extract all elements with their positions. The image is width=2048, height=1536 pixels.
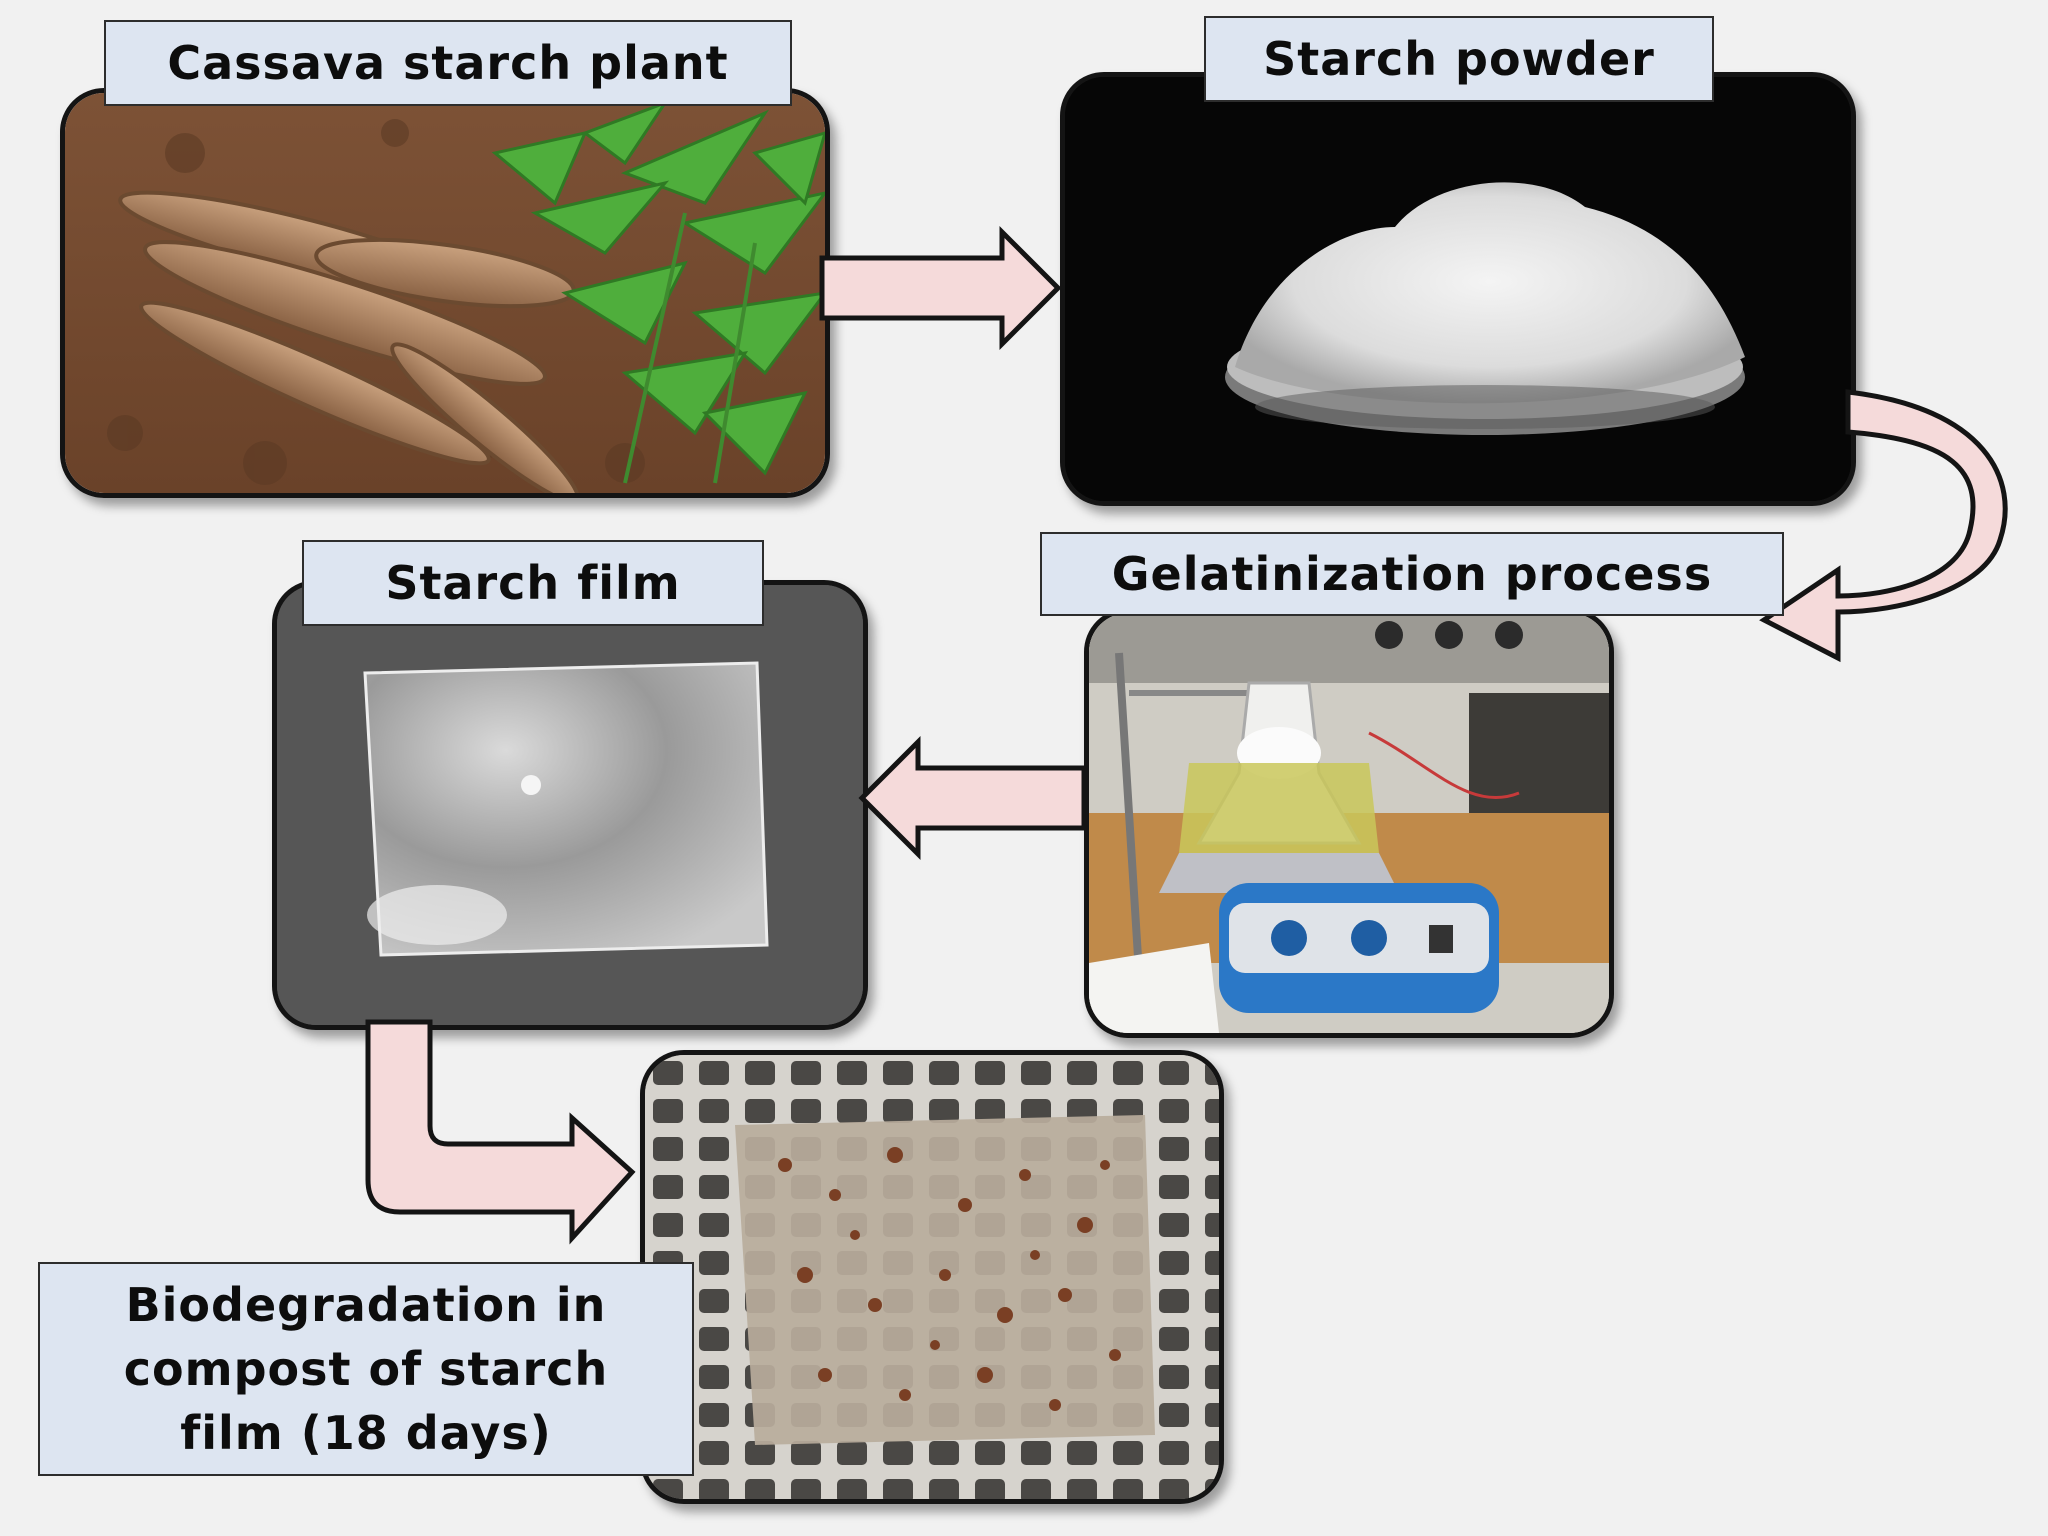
arrow-film-to-compost-icon — [365, 1019, 636, 1245]
hotplate-stirrer-photo-icon — [1089, 613, 1609, 1033]
cassava-plant-image — [60, 88, 830, 498]
cassava-plant-photo-icon — [65, 93, 825, 493]
starch-film-label: Starch film — [302, 540, 764, 626]
gelatinization-image — [1084, 608, 1614, 1038]
biodegradation-label: Biodegradation in compost of starch film… — [38, 1262, 694, 1476]
biodegradation-image — [640, 1050, 1224, 1504]
arrow-gel-to-film-icon — [858, 735, 1087, 861]
arrow-plant-to-powder-icon — [819, 225, 1062, 351]
starch-powder-photo-icon — [1065, 77, 1851, 501]
starch-film-photo-icon — [277, 585, 863, 1025]
starch-powder-image — [1060, 72, 1856, 506]
compost-film-photo-icon — [645, 1055, 1219, 1499]
starch-film-image — [272, 580, 868, 1030]
cassava-plant-label: Cassava starch plant — [104, 20, 792, 106]
starch-powder-label: Starch powder — [1204, 16, 1714, 102]
gelatinization-label: Gelatinization process — [1040, 532, 1784, 616]
